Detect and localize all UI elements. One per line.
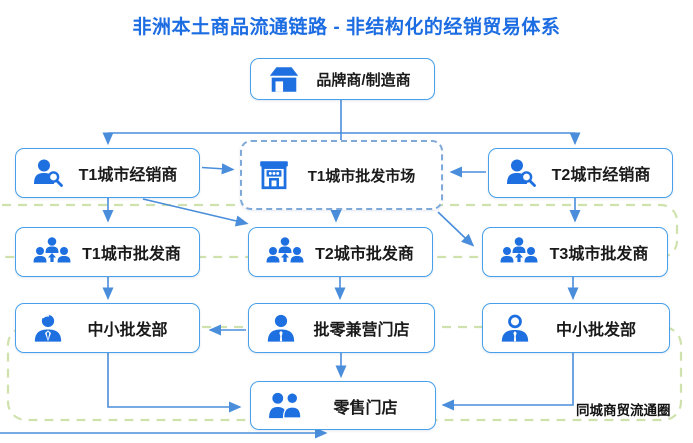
people-group-icon xyxy=(499,236,539,268)
businessman-outline-icon xyxy=(499,313,531,344)
node-retail-store: 零售门店 xyxy=(250,381,436,430)
node-label: 批零兼营门店 xyxy=(313,322,410,339)
node-t2-city-dealer: T2城市经销商 xyxy=(488,148,673,198)
two-people-icon xyxy=(267,391,304,420)
node-label: 中小批发部 xyxy=(87,322,168,339)
warehouse-icon xyxy=(267,65,301,94)
market-building-icon xyxy=(258,158,290,192)
node-small-wholesale-dept-right: 中小批发部 xyxy=(482,303,670,353)
node-t1-city-wholesale-market: T1城市批发市场 xyxy=(240,140,443,210)
people-group-icon xyxy=(265,236,305,268)
node-label: 零售门店 xyxy=(333,399,398,417)
node-brand-manufacturer: 品牌商/制造商 xyxy=(250,58,435,100)
node-mixed-wholesale-retail-store: 批零兼营门店 xyxy=(248,303,435,353)
person-search-icon xyxy=(505,158,538,188)
node-t3-city-wholesaler: T3城市批发商 xyxy=(482,227,668,277)
node-t2-city-wholesaler: T2城市批发商 xyxy=(248,227,433,277)
node-small-wholesale-dept-left: 中小批发部 xyxy=(15,303,200,353)
node-label: T3城市批发商 xyxy=(549,246,649,263)
node-label: T1城市批发商 xyxy=(82,246,181,263)
node-label: T1城市批发市场 xyxy=(307,167,416,185)
businessman-icon xyxy=(32,313,64,344)
businessman-icon xyxy=(265,313,297,344)
node-label: T2城市批发商 xyxy=(315,246,414,263)
connector-lines xyxy=(108,100,575,140)
node-label: 中小批发部 xyxy=(555,322,636,339)
person-search-icon xyxy=(32,158,65,188)
node-label: T2城市经销商 xyxy=(551,167,651,184)
same-city-trade-circle-label: 同城商贸流通圈 xyxy=(576,403,671,418)
node-t1-city-dealer: T1城市经销商 xyxy=(15,148,200,198)
node-label: 品牌商/制造商 xyxy=(316,71,411,89)
node-label: T1城市经销商 xyxy=(78,167,178,184)
node-t1-city-wholesaler: T1城市批发商 xyxy=(15,227,200,277)
page-title: 非洲本土商品流通链路 - 非结构化的经销贸易体系 xyxy=(132,17,561,38)
people-group-icon xyxy=(32,236,72,268)
